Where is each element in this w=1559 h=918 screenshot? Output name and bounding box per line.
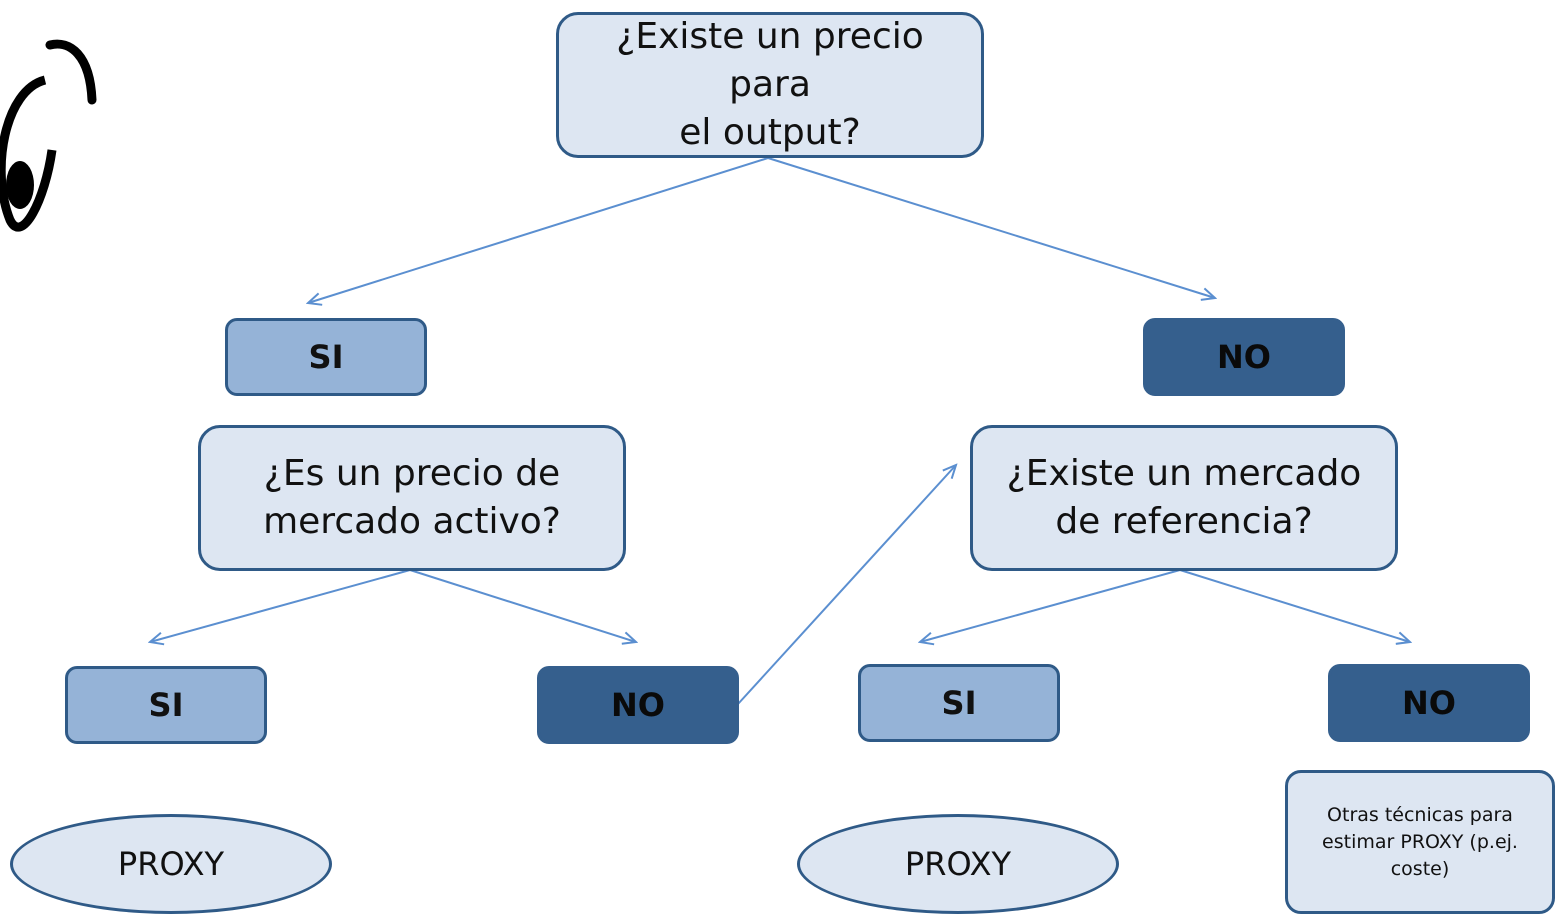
arrow-q2-to-yes (150, 569, 411, 642)
question-line-1: ¿Existe un precio para (616, 16, 924, 105)
arrow-q3-to-no (1179, 569, 1410, 642)
arrow-q1-to-yes (308, 157, 769, 303)
no-box-middle: NO (537, 666, 739, 744)
no-box-top: NO (1143, 318, 1345, 396)
arrow-no-to-q3 (737, 465, 956, 705)
question-line-2: el output? (679, 112, 861, 153)
arrow-q2-to-no (409, 569, 636, 642)
question-line-2: de referencia? (1055, 501, 1313, 542)
question-reference-market: ¿Existe un mercado de referencia? (970, 425, 1398, 571)
question-line-2: mercado activo? (263, 501, 561, 542)
eye-logo-icon (0, 39, 97, 232)
question-active-market: ¿Es un precio de mercado activo? (198, 425, 626, 571)
arrow-q1-to-no (767, 157, 1215, 298)
other-techniques-note: Otras técnicas para estimar PROXY (p.ej.… (1285, 770, 1555, 914)
yes-box-left: SI (65, 666, 267, 744)
proxy-ellipse-right: PROXY (797, 814, 1119, 914)
proxy-ellipse-left: PROXY (10, 814, 332, 914)
arrow-q3-to-yes (920, 569, 1181, 642)
no-box-right: NO (1328, 664, 1530, 742)
question-line-1: ¿Es un precio de (263, 453, 561, 494)
question-output-price: ¿Existe un precio para el output? (556, 12, 984, 158)
yes-box-right: SI (858, 664, 1060, 742)
question-line-1: ¿Existe un mercado (1006, 453, 1362, 494)
yes-box-top: SI (225, 318, 427, 396)
